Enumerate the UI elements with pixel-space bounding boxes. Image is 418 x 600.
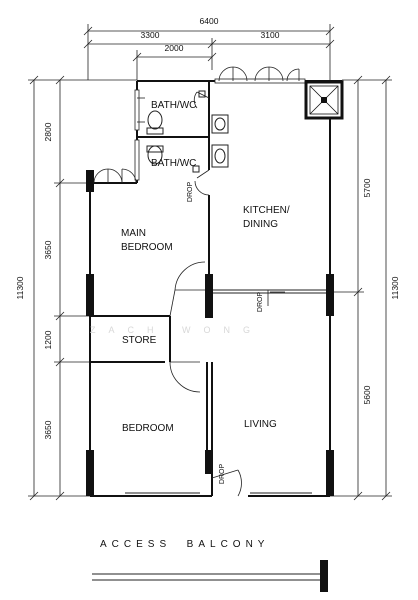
drop-labels: DROP DROP DROP [187, 182, 264, 485]
bedroom-door [211, 469, 242, 497]
left-dimensions: 11300 2800 3650 1200 3650 [15, 75, 137, 501]
room-label-bath-wc-2: BATH/WC [151, 158, 196, 169]
room-label-store: STORE [122, 335, 157, 346]
top-dimensions: 6400 3300 3100 2000 [83, 16, 335, 80]
bath-doors [193, 91, 210, 196]
dim-height-total-right: 11300 [390, 276, 400, 299]
room-label-main-bedroom-1: MAIN [121, 228, 146, 239]
service-shaft-icon [304, 80, 344, 120]
store-door [169, 361, 201, 393]
dim-h-3650-bottom: 3650 [43, 420, 53, 439]
dim-h-2800: 2800 [43, 122, 53, 141]
drop-label-1: DROP [187, 182, 194, 203]
access-balcony: ACCESS BALCONY [92, 539, 328, 592]
main-bedroom-window [93, 168, 137, 184]
room-label-living: LIVING [244, 419, 277, 430]
structural-columns [86, 170, 334, 496]
right-dimensions: 5700 5600 11300 [330, 75, 400, 501]
dim-h-1200: 1200 [43, 330, 53, 349]
room-labels: BATH/WC BATH/WC KITCHEN/ DINING MAIN BED… [121, 100, 290, 434]
bath-fixtures [146, 90, 229, 173]
dim-width-bath: 2000 [165, 43, 184, 53]
kitchen-windows [218, 66, 300, 82]
dim-h-3650-top: 3650 [43, 240, 53, 259]
room-label-bath-wc-1: BATH/WC [151, 100, 196, 111]
drop-label-3: DROP [219, 464, 226, 485]
dim-height-total-left: 11300 [15, 276, 25, 299]
watermark-text: ZACH WONG [90, 325, 263, 335]
main-bedroom-door [169, 261, 206, 317]
room-label-kitchen-2: DINING [243, 219, 278, 230]
dim-h-5700: 5700 [362, 178, 372, 197]
room-label-bedroom: BEDROOM [122, 423, 174, 434]
dim-h-5600: 5600 [362, 385, 372, 404]
bath-windows [134, 89, 145, 181]
room-label-kitchen-1: KITCHEN/ [243, 205, 290, 216]
dim-width-right: 3100 [261, 30, 280, 40]
room-label-main-bedroom-2: BEDROOM [121, 242, 173, 253]
access-balcony-label: ACCESS BALCONY [100, 539, 269, 550]
dim-width-left: 3300 [141, 30, 160, 40]
dim-total-width: 6400 [200, 16, 219, 26]
drop-label-2: DROP [257, 292, 264, 313]
kitchen-door [267, 290, 285, 306]
